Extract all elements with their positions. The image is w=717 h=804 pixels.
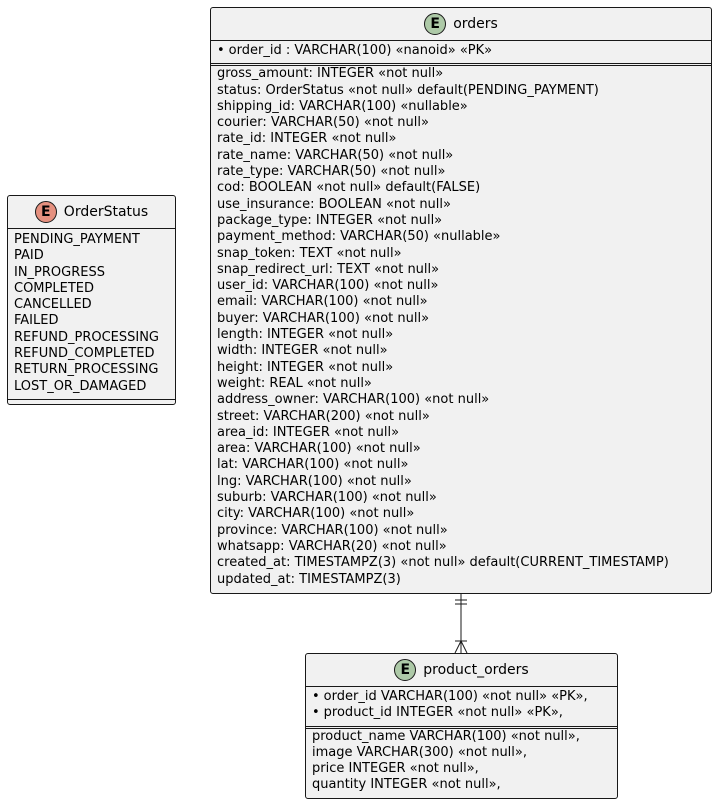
- attribute-field: city: VARCHAR(100) «not null»: [217, 506, 415, 522]
- attribute-field: rate_type: VARCHAR(50) «not null»: [217, 164, 446, 180]
- attribute-field: buyer: VARCHAR(100) «not null»: [217, 310, 430, 326]
- attribute-field: status: OrderStatus «not null» default(P…: [217, 82, 599, 98]
- attribute-field: street: VARCHAR(200) «not null»: [217, 408, 430, 424]
- attribute-field: use_insurance: BOOLEAN «not null»: [217, 196, 451, 212]
- enum-value: COMPLETED: [14, 280, 94, 296]
- entity-product-orders: E product_orders order_id VARCHAR(100) «…: [305, 653, 618, 799]
- attribute-field: user_id: VARCHAR(100) «not null»: [217, 278, 439, 294]
- key-divider: [306, 725, 617, 729]
- attribute-field: length: INTEGER «not null»: [217, 327, 394, 343]
- attributes: gross_amount: INTEGER «not null»status: …: [211, 66, 711, 588]
- attribute-field: lng: VARCHAR(100) «not null»: [217, 473, 412, 489]
- attribute-field: suburb: VARCHAR(100) «not null»: [217, 490, 437, 506]
- attribute-field: created_at: TIMESTAMPZ(3) «not null» def…: [217, 555, 669, 571]
- entity-orders: E orders order_id : VARCHAR(100) «nanoid…: [210, 7, 712, 594]
- enum-value: REFUND_COMPLETED: [14, 346, 155, 362]
- entity-title: orders: [453, 16, 498, 32]
- attribute-field: address_owner: VARCHAR(100) «not null»: [217, 392, 490, 408]
- enum-value: IN_PROGRESS: [14, 264, 105, 280]
- attribute-field: courier: VARCHAR(50) «not null»: [217, 115, 429, 131]
- enum-value: PENDING_PAYMENT: [14, 232, 140, 247]
- divider: [8, 399, 175, 400]
- attribute-field: quantity INTEGER «not null»,: [312, 777, 501, 793]
- attribute-field: whatsapp: VARCHAR(20) «not null»: [217, 538, 447, 554]
- attribute-field: snap_redirect_url: TEXT «not null»: [217, 261, 440, 277]
- attribute-field: area_id: INTEGER «not null»: [217, 424, 400, 440]
- divider: [8, 228, 175, 229]
- attribute-field: payment_method: VARCHAR(50) «nullable»: [217, 229, 501, 245]
- key-divider: [211, 63, 711, 67]
- attribute-field: snap_token: TEXT «not null»: [217, 245, 402, 261]
- attribute-field: rate_name: VARCHAR(50) «not null»: [217, 147, 454, 163]
- primary-keys: order_id : VARCHAR(100) «nanoid» «PK»: [211, 41, 711, 63]
- attributes: product_name VARCHAR(100) «not null»,ima…: [306, 729, 617, 794]
- attribute-field: height: INTEGER «not null»: [217, 359, 394, 375]
- attribute-field: lat: VARCHAR(100) «not null»: [217, 457, 409, 473]
- enum-header: E OrderStatus: [8, 196, 175, 228]
- attribute-field: image VARCHAR(300) «not null»,: [312, 744, 527, 760]
- crowfoot-right: [460, 640, 468, 654]
- attribute-field: shipping_id: VARCHAR(100) «nullable»: [217, 98, 468, 114]
- attribute-field: cod: BOOLEAN «not null» default(FALSE): [217, 180, 481, 196]
- crowfoot-left: [454, 640, 462, 654]
- entity-header: E product_orders: [306, 654, 617, 686]
- primary-keys: order_id VARCHAR(100) «not null» «PK»,pr…: [306, 687, 617, 726]
- attribute-field: weight: REAL «not null»: [217, 375, 372, 391]
- attribute-field: province: VARCHAR(100) «not null»: [217, 522, 448, 538]
- attribute-field: product_name VARCHAR(100) «not null»,: [312, 728, 580, 744]
- entity-icon: E: [424, 13, 447, 35]
- primary-key-field: order_id : VARCHAR(100) «nanoid» «PK»: [217, 43, 705, 59]
- divider: [306, 686, 617, 687]
- enum-value: PAID: [14, 248, 44, 264]
- primary-key-field: order_id VARCHAR(100) «not null» «PK»,: [312, 689, 611, 705]
- divider: [211, 40, 711, 41]
- attribute-field: email: VARCHAR(100) «not null»: [217, 294, 428, 310]
- attribute-field: rate_id: INTEGER «not null»: [217, 131, 397, 147]
- enum-value: CANCELLED: [14, 297, 92, 313]
- attribute-field: gross_amount: INTEGER «not null»: [217, 66, 444, 82]
- attribute-field: area: VARCHAR(100) «not null»: [217, 441, 421, 457]
- enum-value: RETURN_PROCESSING: [14, 362, 159, 378]
- enum-value: LOST_OR_DAMAGED: [14, 378, 147, 394]
- attribute-field: updated_at: TIMESTAMPZ(3): [217, 571, 401, 587]
- enum-value: REFUND_PROCESSING: [14, 329, 160, 345]
- attribute-field: package_type: INTEGER «not null»: [217, 212, 443, 228]
- entity-icon: E: [394, 659, 417, 681]
- enum-title: OrderStatus: [63, 204, 149, 220]
- entity-header: E orders: [211, 8, 711, 40]
- enum-value: FAILED: [14, 313, 59, 329]
- enum-icon: E: [34, 201, 57, 223]
- attribute-field: width: INTEGER «not null»: [217, 343, 388, 359]
- primary-key-field: product_id INTEGER «not null» «PK»,: [312, 705, 611, 721]
- attribute-field: price INTEGER «not null»,: [312, 761, 479, 777]
- entity-title: product_orders: [423, 662, 529, 678]
